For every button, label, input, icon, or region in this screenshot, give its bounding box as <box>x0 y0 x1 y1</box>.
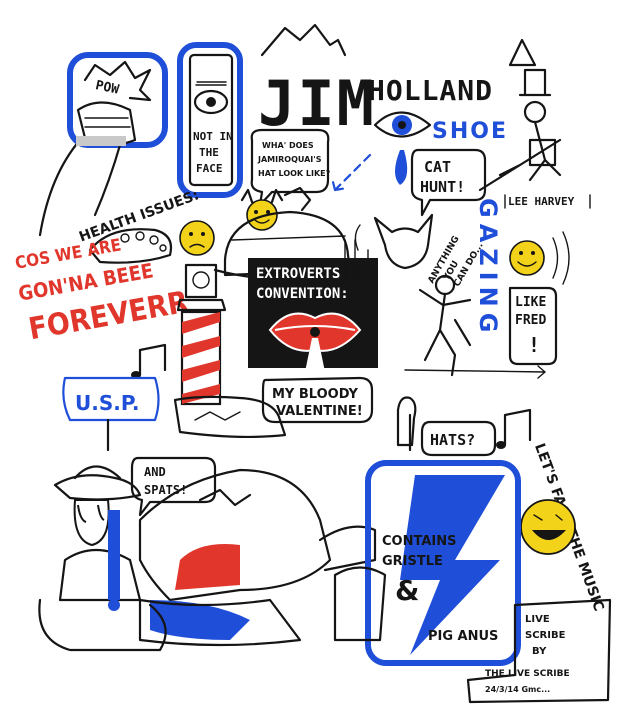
pow-text: POW <box>94 78 120 98</box>
svg-text:WHA' DOES JAMIROQUAI'S: WHA' DOES JAMIROQUAI'S HAT LOOK LIKE? <box>257 141 331 178</box>
title-block: JIM HOLLAND <box>258 23 537 140</box>
not-in-text: NOT IN <box>193 130 233 143</box>
spats-text: SPATS! <box>144 483 187 497</box>
svg-text:CONTAINS GRISTLE &: CONTAINS GRISTLE & PIG ANUS <box>382 534 498 644</box>
blue-eye-drawing <box>330 111 432 192</box>
cat-hunt-bubble: CAT HUNT! <box>410 148 487 217</box>
gazing-text: GAZING <box>474 198 502 338</box>
fred-text: FRED <box>515 313 546 328</box>
svg-text:NOT IN THE FACE: NOT IN THE FACE <box>193 130 239 175</box>
jamiroquai-line1: WHA' DOES <box>262 141 314 150</box>
cat-text: CAT <box>424 158 451 176</box>
cos-we-are-text: COS WE ARE GON'NA BEEE FOREVERR <box>12 226 192 348</box>
extroverts-text: EXTROVERTS <box>256 266 340 282</box>
extroverts-convention-panel: EXTROVERTS CONVENTION: <box>248 258 378 372</box>
shoe-text: SHOE <box>432 119 508 144</box>
not-in-the-face-panel: NOT IN THE FACE <box>177 42 243 198</box>
shoe-drawing-middle <box>173 395 287 439</box>
music-note-right <box>503 408 532 447</box>
pillar-drawing <box>344 239 356 286</box>
sig-by: BY <box>532 646 547 657</box>
signature-box: LIVE SCRIBE BY THE LIVE SCRIBE 24/3/14 G… <box>466 598 612 704</box>
valentine-text: VALENTINE! <box>276 404 363 419</box>
and-spats-bubble: AND SPATS! <box>130 456 217 517</box>
sig-name: THE LIVE SCRIBE <box>485 669 570 679</box>
happy-smiley-icon <box>509 231 570 285</box>
lee-harvey-text: LEE HARVEY <box>508 195 575 208</box>
music-note-head-right <box>496 441 506 449</box>
sig-scribe: SCRIBE <box>525 630 566 641</box>
svg-text:COS WE ARE GON'NA BEEE: COS WE ARE GON'NA BEEE FOREVERR <box>12 226 192 348</box>
the-text: THE <box>199 146 219 159</box>
title-holland: HOLLAND <box>368 74 493 107</box>
jamiroquai-question-bubble: WHA' DOES JAMIROQUAI'S HAT LOOK LIKE? <box>250 128 331 207</box>
hats-bubble: HATS? <box>396 396 497 457</box>
stool-drawing <box>333 566 387 642</box>
jamiroquai-line2: JAMIROQUAI'S <box>257 155 322 164</box>
svg-text:LIKE FRED !: LIKE FRED ! <box>515 295 554 357</box>
usp-text: U.S.P. <box>75 391 139 415</box>
contains-text: CONTAINS <box>382 534 456 549</box>
and-text: AND <box>144 465 166 479</box>
lee-harvey-figure: LEE HARVEY <box>478 68 591 209</box>
contains-gristle-panel: CONTAINS GRISTLE & PIG ANUS <box>365 460 521 666</box>
jamiroquai-line3: HAT LOOK LIKE? <box>258 169 331 178</box>
sig-date: 24/3/14 Gmc... <box>485 685 550 694</box>
dancing-man-figure <box>404 274 546 379</box>
pig-anus-text: PIG ANUS <box>428 629 498 644</box>
music-note-left <box>138 343 167 377</box>
face-text: FACE <box>196 162 223 175</box>
usp-badge: U.S.P. <box>62 376 160 452</box>
exclaim-text: ! <box>528 333 540 357</box>
ampersand-text: & <box>395 574 419 607</box>
sig-live: LIVE <box>525 614 550 625</box>
svg-text:MY BLOODY VALENTINE!: MY BLOODY VALENTINE! <box>272 387 363 419</box>
like-text: LIKE <box>515 295 546 310</box>
sneaker-drawing <box>38 468 377 652</box>
convention-text: CONVENTION: <box>256 286 349 302</box>
like-fred-bubble: LIKE FRED ! <box>508 286 558 366</box>
laughing-smiley-icon <box>520 499 576 555</box>
svg-text:LIVE SCRIBE BY: LIVE SCRIBE BY THE LIVE SCRIBE 24/3/14 G… <box>485 614 573 694</box>
pow-fist-panel: POW <box>38 52 168 237</box>
my-bloody-valentine-bubble: MY BLOODY VALENTINE! <box>261 376 374 424</box>
cowboy-figure <box>53 465 142 611</box>
devil-smiley-icon <box>240 188 284 231</box>
hunt-text: HUNT! <box>420 178 465 196</box>
gristle-text: GRISTLE <box>382 554 443 569</box>
hats-text: HATS? <box>430 431 475 449</box>
svg-text:AND SPATS!: AND SPATS! <box>144 465 187 497</box>
my-bloody-text: MY BLOODY <box>272 387 359 402</box>
svg-text:EXTROVERTS CONVENTION:: EXTROVERTS CONVENTION: <box>256 266 349 302</box>
barber-pole-lighthouse <box>176 263 227 406</box>
title-jim: JIM <box>258 67 376 140</box>
worried-smiley-icon <box>179 220 215 256</box>
svg-text:CAT HUNT!: CAT HUNT! <box>420 158 465 196</box>
